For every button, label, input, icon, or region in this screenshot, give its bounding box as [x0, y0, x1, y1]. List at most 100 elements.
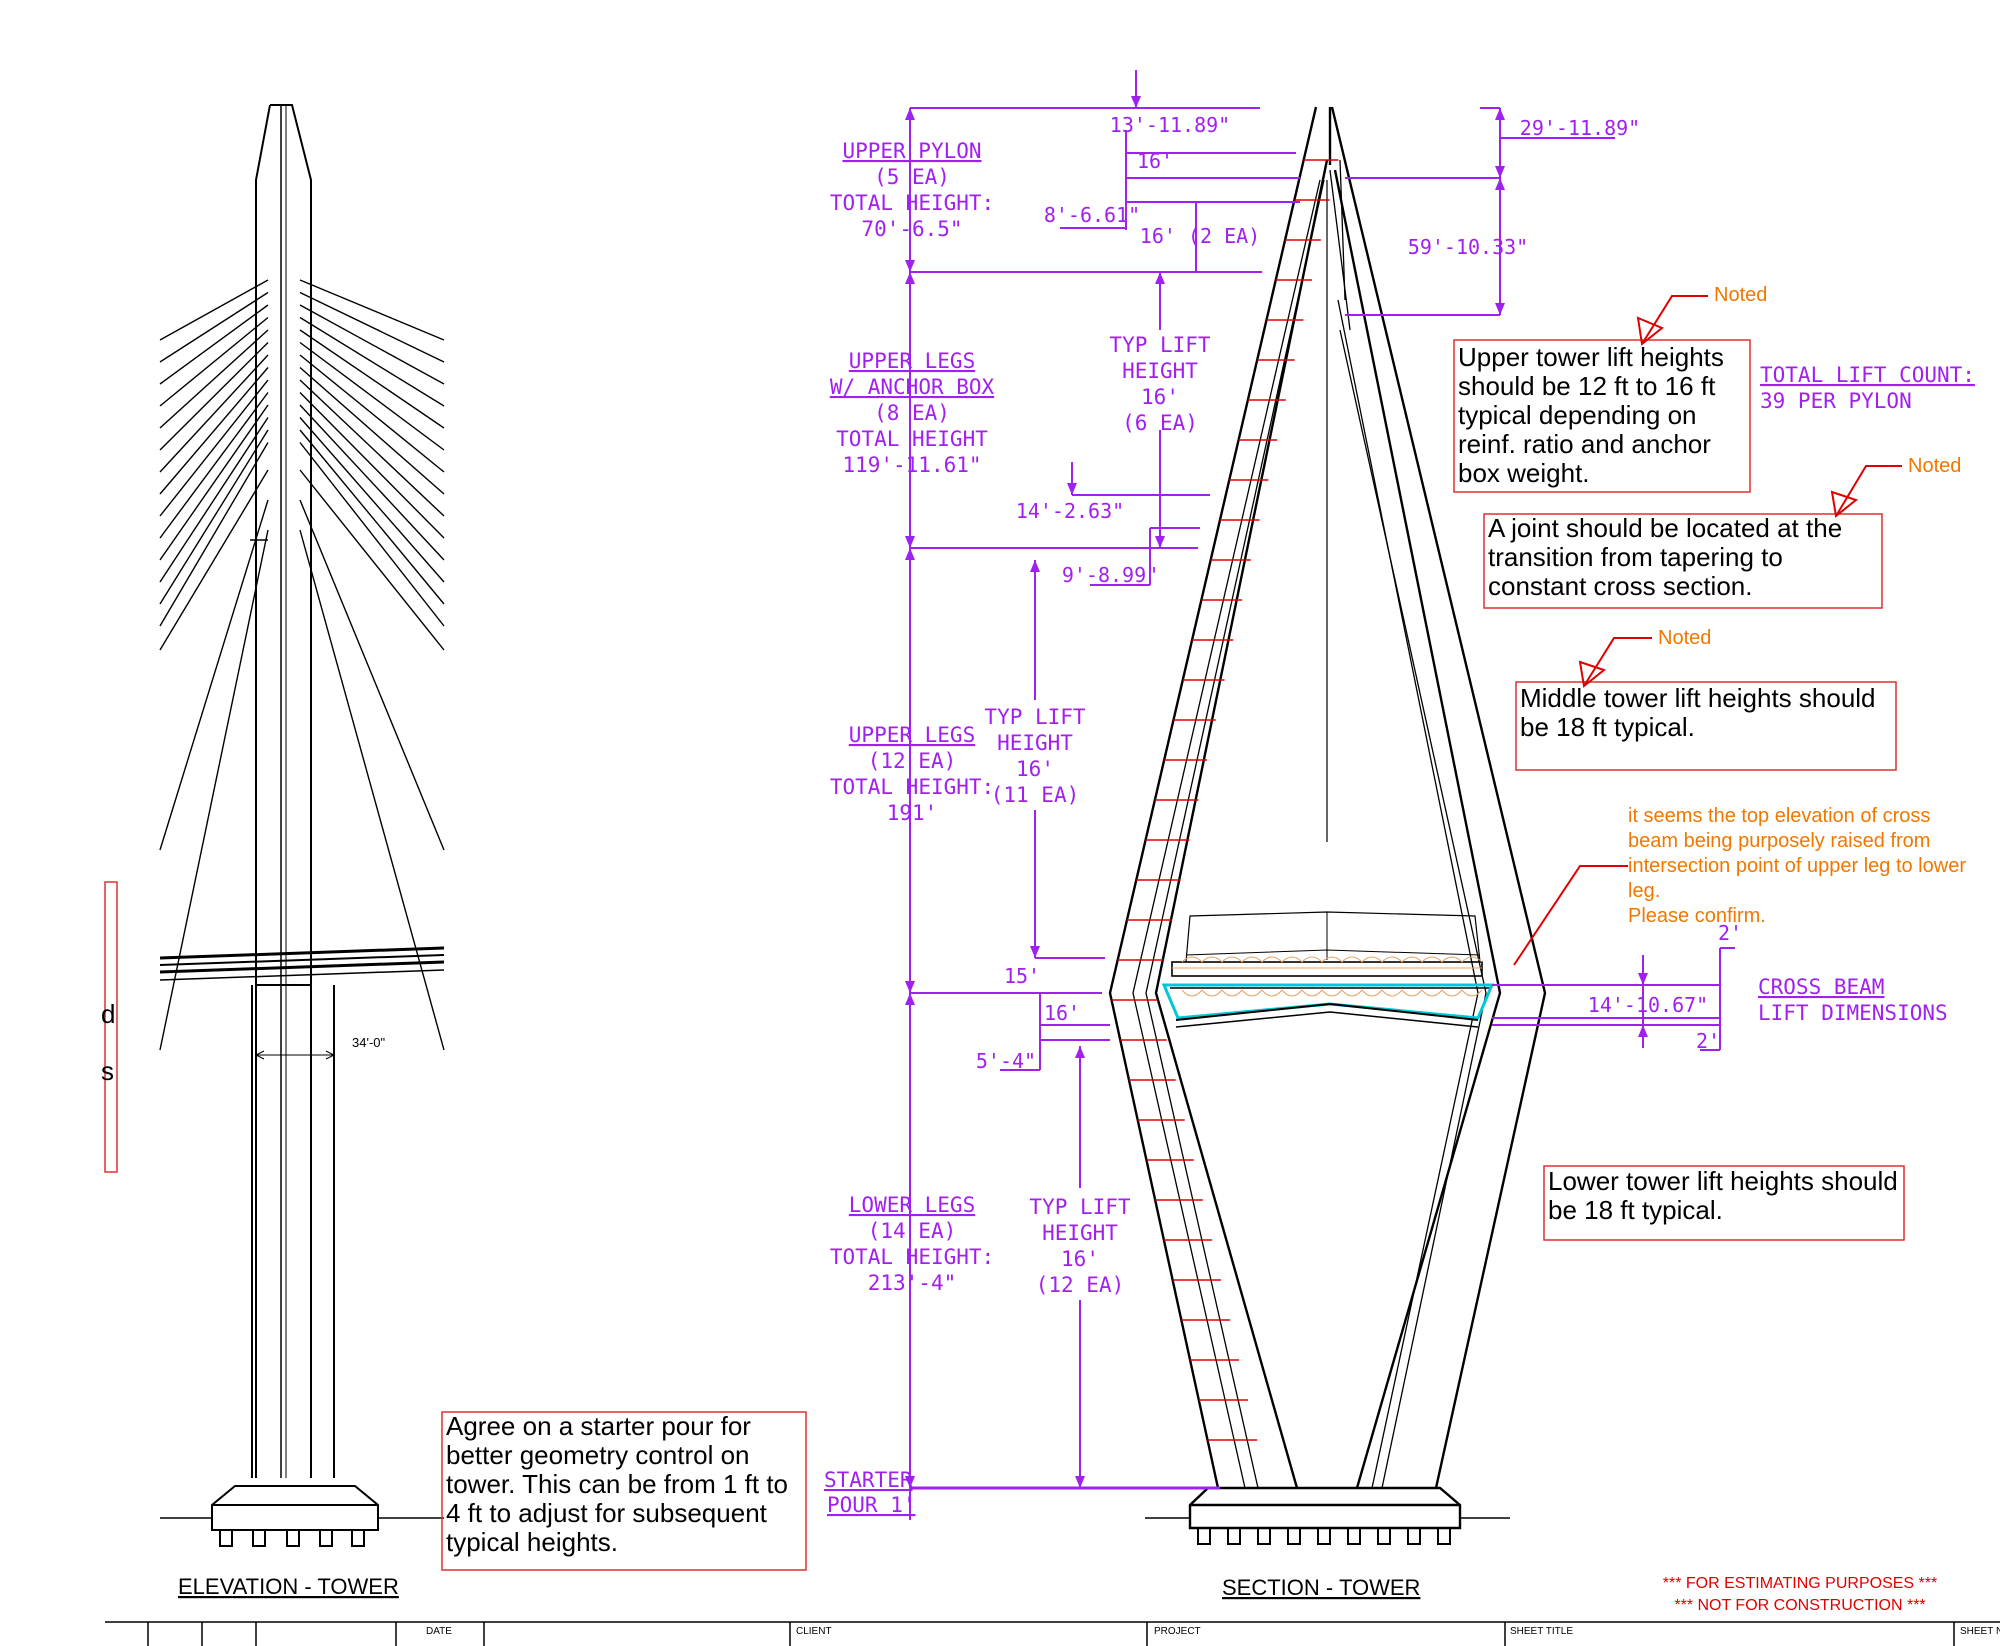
title-block-project: PROJECT	[1154, 1626, 1201, 1637]
comment-starter[interactable]: Agree on a starter pour for better geome…	[441, 1411, 807, 1571]
beam-scallop	[1301, 956, 1323, 963]
typ-lift-upper-1: TYP LIFT	[984, 705, 1086, 729]
stay-cable	[159, 429, 269, 605]
beam-scallop	[1201, 989, 1223, 997]
stay-cable	[299, 366, 445, 495]
comment-cross-beam-line: it seems the top elevation of cross	[1628, 805, 1930, 827]
typ-lift-lower-2: HEIGHT	[1042, 1221, 1118, 1245]
typ-lift-anchor-3: 16'	[1141, 385, 1179, 409]
title-block-sheet-title: SHEET TITLE	[1510, 1626, 1573, 1637]
dim-13-11-89: 13'-11.89"	[1110, 113, 1230, 137]
lower-legs-height-label: TOTAL HEIGHT:	[830, 1245, 994, 1269]
starter-label: STARTER	[824, 1468, 913, 1492]
typ-lift-anchor-4: (6 EA)	[1122, 411, 1198, 435]
beam-scallop	[1421, 989, 1443, 997]
beam-scallop	[1381, 956, 1403, 963]
comment-cross-beam-line: intersection point of upper leg to lower	[1628, 855, 1966, 877]
comment-lower-line: Lower tower lift heights should	[1548, 1166, 1898, 1196]
comment-upper[interactable]: Upper tower lift heights should be 12 ft…	[1453, 339, 1751, 493]
upper-legs-anchor-count: (8 EA)	[874, 401, 950, 425]
pile	[1407, 1527, 1421, 1545]
noted-callout-3[interactable]: Noted	[1578, 627, 1711, 688]
noted-callout-1[interactable]: Noted	[1636, 284, 1767, 346]
beam-scallop	[1261, 956, 1283, 963]
beam-scallop	[1281, 989, 1303, 997]
comment-cross-beam[interactable]: it seems the top elevation of cross beam…	[1513, 805, 1966, 966]
beam-scallop	[1281, 956, 1303, 963]
clipped-comment-box	[104, 881, 118, 1173]
stay-cable	[159, 392, 269, 539]
dim-59-10-33: 59'-10.33"	[1408, 235, 1528, 259]
comment-upper-line: Upper tower lift heights	[1458, 342, 1724, 372]
beam-scallop	[1221, 989, 1243, 997]
typ-lift-lower-4: (12 EA)	[1036, 1273, 1125, 1297]
beam-scallop	[1381, 989, 1403, 997]
comment-middle[interactable]: Middle tower lift heights should be 18 f…	[1515, 681, 1897, 771]
dim-8-6-61: 8'-6.61"	[1044, 203, 1140, 227]
beam-scallop	[1301, 989, 1323, 997]
upper-legs-count: (12 EA)	[868, 749, 957, 773]
upper-legs-anchor-height-label: TOTAL HEIGHT	[836, 427, 988, 451]
beam-scallop	[1441, 989, 1463, 997]
upper-legs-anchor-sub: W/ ANCHOR BOX	[830, 375, 995, 399]
comment-upper-line: reinf. ratio and anchor	[1458, 429, 1711, 459]
stay-cable	[299, 279, 445, 341]
upper-legs-label: UPPER LEGS	[849, 723, 975, 747]
comment-upper-line: box weight.	[1458, 458, 1590, 488]
lift-count-label: TOTAL LIFT COUNT:	[1760, 363, 1975, 387]
dim-beam-2-top: 2'	[1718, 921, 1742, 945]
stay-cable	[159, 304, 269, 385]
stay-cable	[159, 279, 269, 341]
lower-legs-count: (14 EA)	[868, 1219, 957, 1243]
section-footing	[1145, 1486, 1510, 1530]
beam-scallop	[1441, 956, 1463, 963]
beam-scallop	[1341, 989, 1363, 997]
pile	[1347, 1527, 1361, 1545]
comment-upper-line: should be 12 ft to 16 ft	[1458, 371, 1716, 401]
beam-scallop	[1181, 989, 1203, 997]
beam-scallop	[1461, 956, 1483, 963]
comment-starter-line: 4 ft to adjust for subsequent	[446, 1498, 768, 1528]
cross-beam	[1161, 911, 1495, 1028]
disclaimer-line-2: *** NOT FOR CONSTRUCTION ***	[1674, 1597, 1925, 1614]
beam-scallop	[1261, 989, 1283, 997]
comment-lower-line: be 18 ft typical.	[1548, 1195, 1723, 1225]
stay-cable	[159, 291, 269, 363]
elevation-tower	[159, 104, 445, 1547]
comment-starter-line: typical heights.	[446, 1527, 618, 1557]
typ-lift-lower-1: TYP LIFT	[1029, 1195, 1131, 1219]
lift-tick-marks	[1111, 159, 1339, 1441]
noted-label: Noted	[1908, 455, 1961, 477]
stay-cable	[299, 291, 445, 363]
typ-lift-lower-3: 16'	[1061, 1247, 1099, 1271]
stay-cable	[159, 329, 269, 429]
stay-cable	[159, 354, 269, 473]
dim-16-2ea: 16' (2 EA)	[1140, 224, 1260, 248]
elevation-title: ELEVATION - TOWER	[178, 1574, 399, 1599]
stay-cable	[299, 341, 445, 451]
beam-scallop	[1401, 989, 1423, 997]
noted-callout-2[interactable]: Noted	[1830, 455, 1961, 518]
beam-scallop	[1401, 956, 1423, 963]
beam-scallop	[1421, 956, 1443, 963]
lower-legs-height: 213'-4"	[868, 1271, 957, 1295]
upper-pylon-label: UPPER PYLON	[842, 139, 981, 163]
upper-legs-height-label: TOTAL HEIGHT:	[830, 775, 994, 799]
stay-cable	[299, 442, 445, 627]
beam-scallop	[1361, 989, 1383, 997]
comment-cross-beam-line: Please confirm.	[1628, 905, 1766, 927]
stay-cable	[299, 469, 445, 651]
stay-cable	[159, 469, 269, 651]
stay-cable	[299, 354, 445, 473]
upper-legs-height: 191'	[887, 801, 938, 825]
pile	[1257, 1527, 1271, 1545]
comment-starter-line: tower. This can be from 1 ft to	[446, 1469, 788, 1499]
dimension-lines	[909, 70, 1735, 1520]
stay-cable	[299, 304, 445, 385]
comment-lower[interactable]: Lower tower lift heights should be 18 ft…	[1543, 1165, 1905, 1241]
comment-middle-line: Middle tower lift heights should	[1520, 683, 1876, 713]
stay-cable	[299, 529, 445, 1051]
clipped-comment-line: s	[101, 1056, 114, 1086]
comment-joint[interactable]: A joint should be located at the transit…	[1483, 513, 1883, 609]
cross-beam-label: CROSS BEAM	[1758, 975, 1884, 999]
